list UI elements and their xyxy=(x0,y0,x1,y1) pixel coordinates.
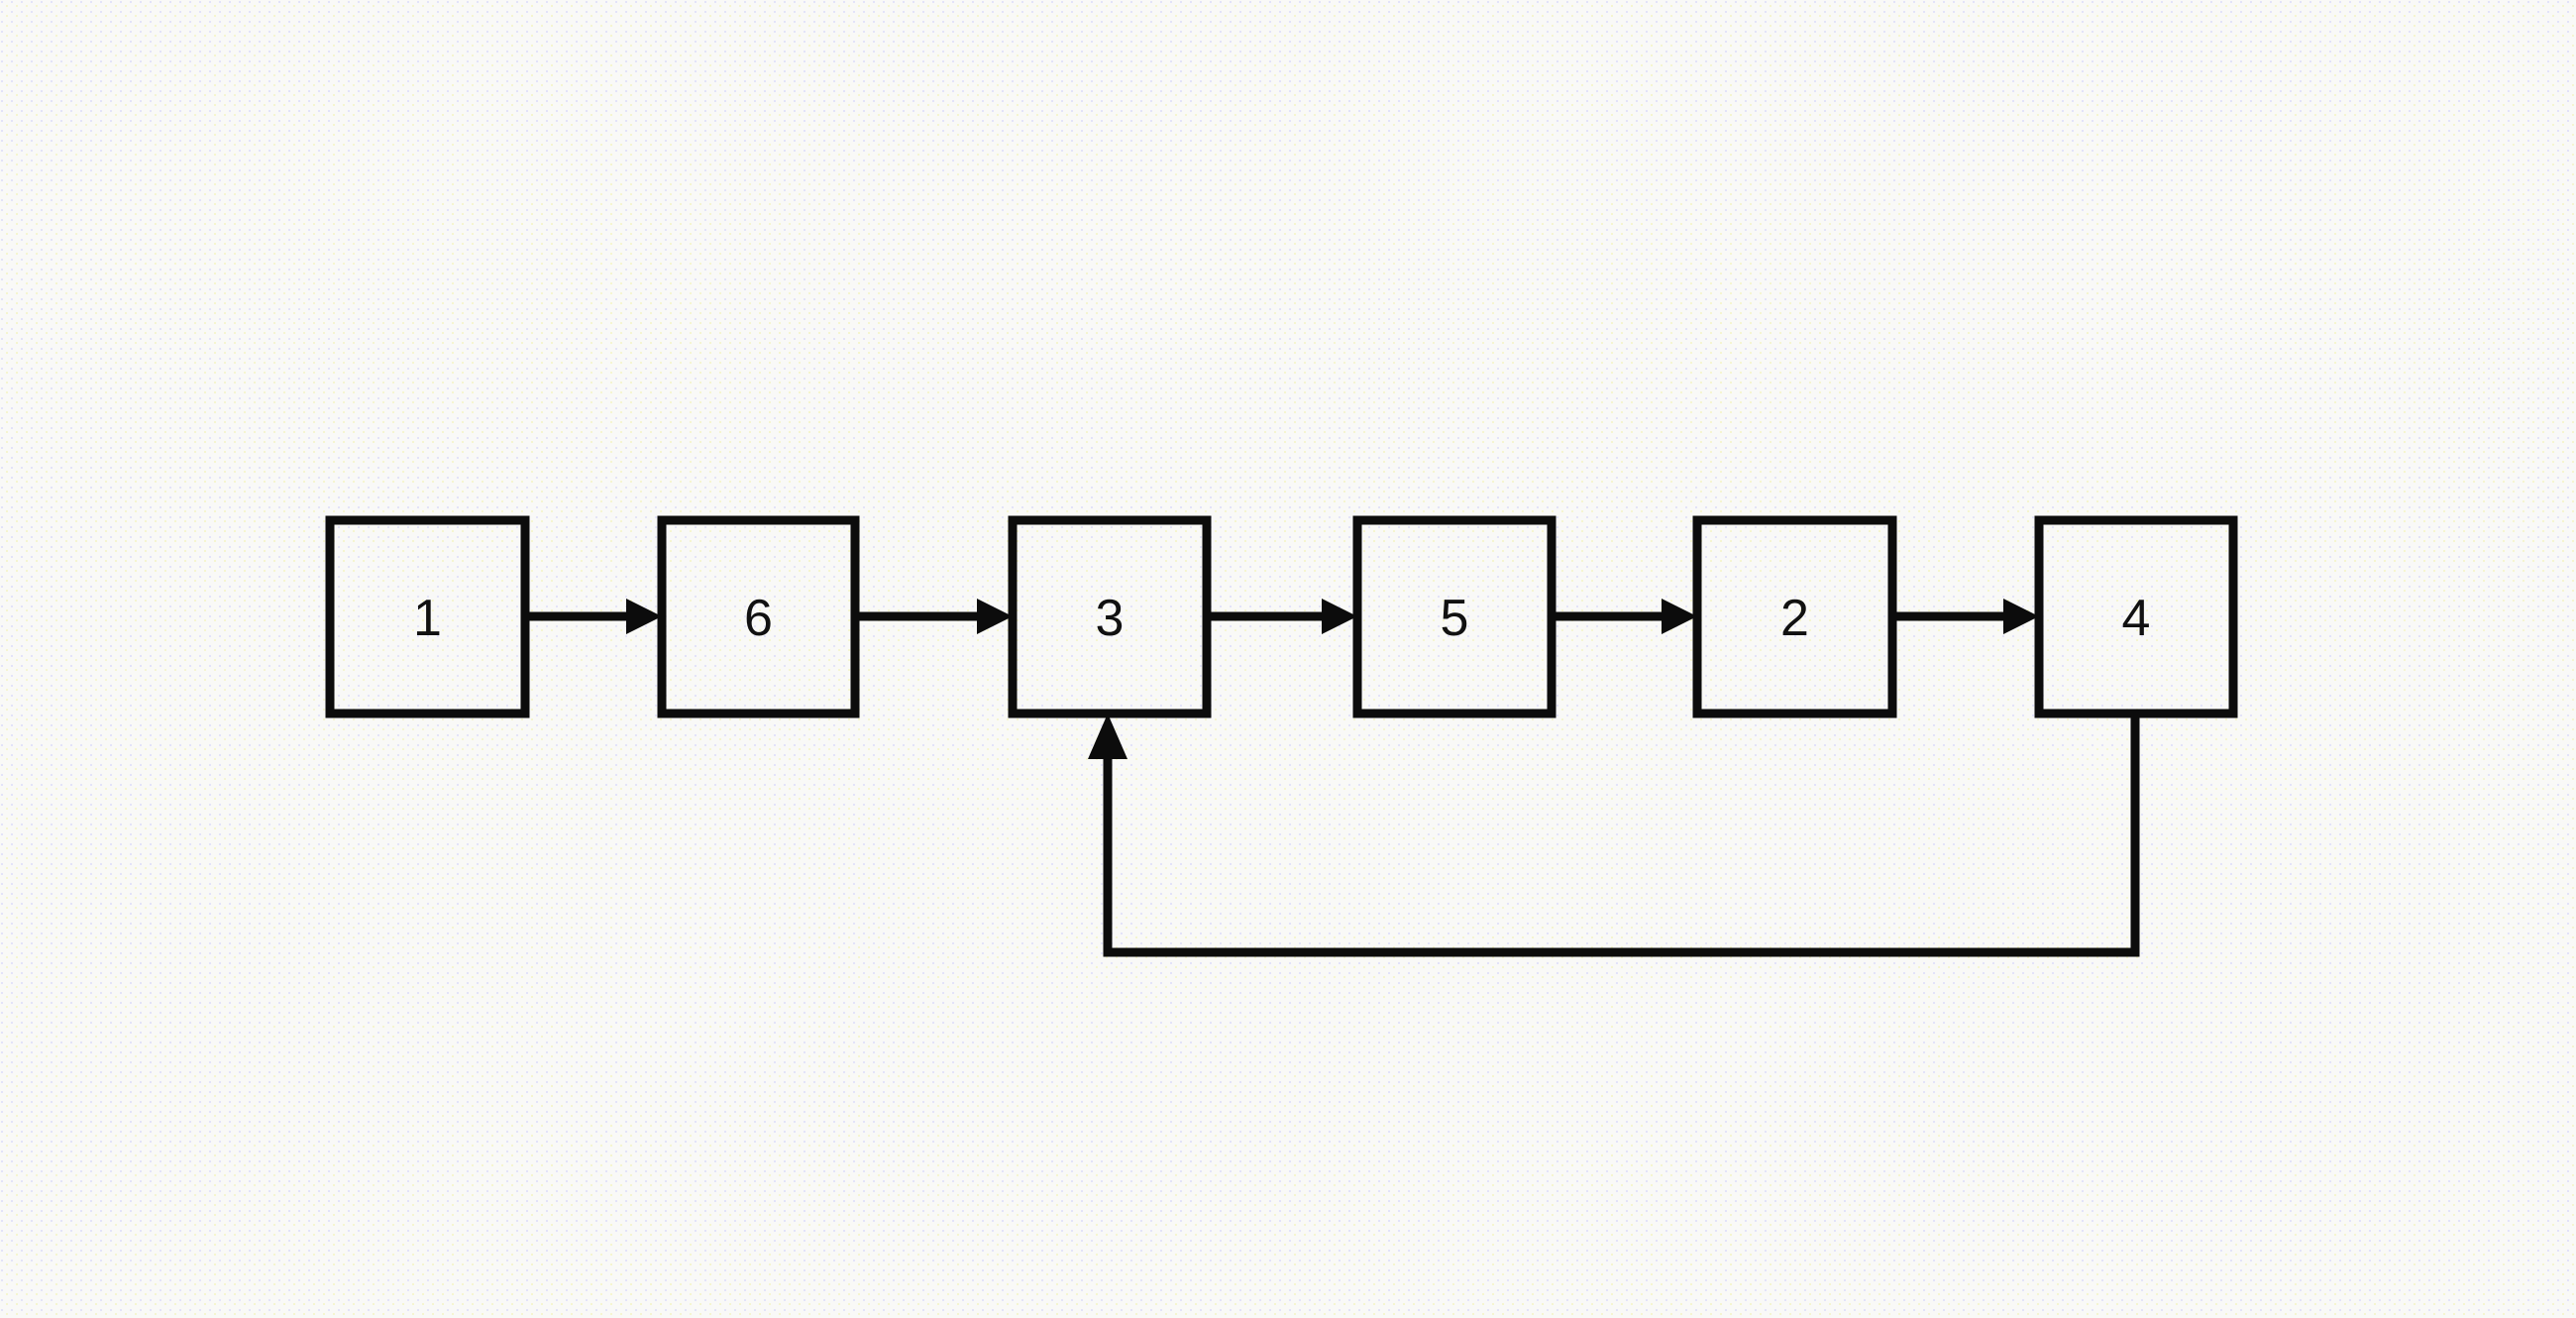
edge-4-to-3-feedback-arrowhead xyxy=(1088,714,1127,759)
edge-3-to-5-arrowhead xyxy=(1322,599,1357,634)
node-4-label: 4 xyxy=(2122,590,2151,647)
edge-3-to-5[interactable] xyxy=(1207,599,1357,634)
node-3-box xyxy=(1008,515,1212,718)
node-6-label: 6 xyxy=(744,590,773,647)
edge-4-to-3-feedback[interactable] xyxy=(1088,714,2140,957)
edge-4-to-3-feedback-path xyxy=(1103,714,2140,957)
node-5-label: 5 xyxy=(1441,590,1469,647)
node-3-label: 3 xyxy=(1096,590,1125,647)
edge-6-to-3[interactable] xyxy=(855,599,1013,634)
node-1[interactable]: 1 xyxy=(325,515,530,718)
edge-5-to-2[interactable] xyxy=(1552,599,1697,634)
node-3[interactable]: 3 xyxy=(1008,515,1212,718)
node-5-box xyxy=(1352,515,1556,718)
edge-6-to-3-arrowhead xyxy=(977,599,1013,634)
node-1-label: 1 xyxy=(413,590,442,647)
edge-1-to-6-arrowhead xyxy=(626,599,662,634)
node-2[interactable]: 2 xyxy=(1692,515,1897,718)
edge-5-to-2-arrowhead xyxy=(1662,599,1697,634)
node-2-label: 2 xyxy=(1780,590,1809,647)
edge-2-to-4-arrowhead xyxy=(2003,599,2039,634)
node-2-box xyxy=(1692,515,1897,718)
node-6[interactable]: 6 xyxy=(657,515,860,718)
node-6-box xyxy=(657,515,860,718)
edge-1-to-6[interactable] xyxy=(525,599,662,634)
node-4[interactable]: 4 xyxy=(2034,515,2238,718)
node-5[interactable]: 5 xyxy=(1352,515,1556,718)
node-4-box xyxy=(2034,515,2238,718)
node-1-box xyxy=(325,515,530,718)
edge-2-to-4[interactable] xyxy=(1892,599,2039,634)
